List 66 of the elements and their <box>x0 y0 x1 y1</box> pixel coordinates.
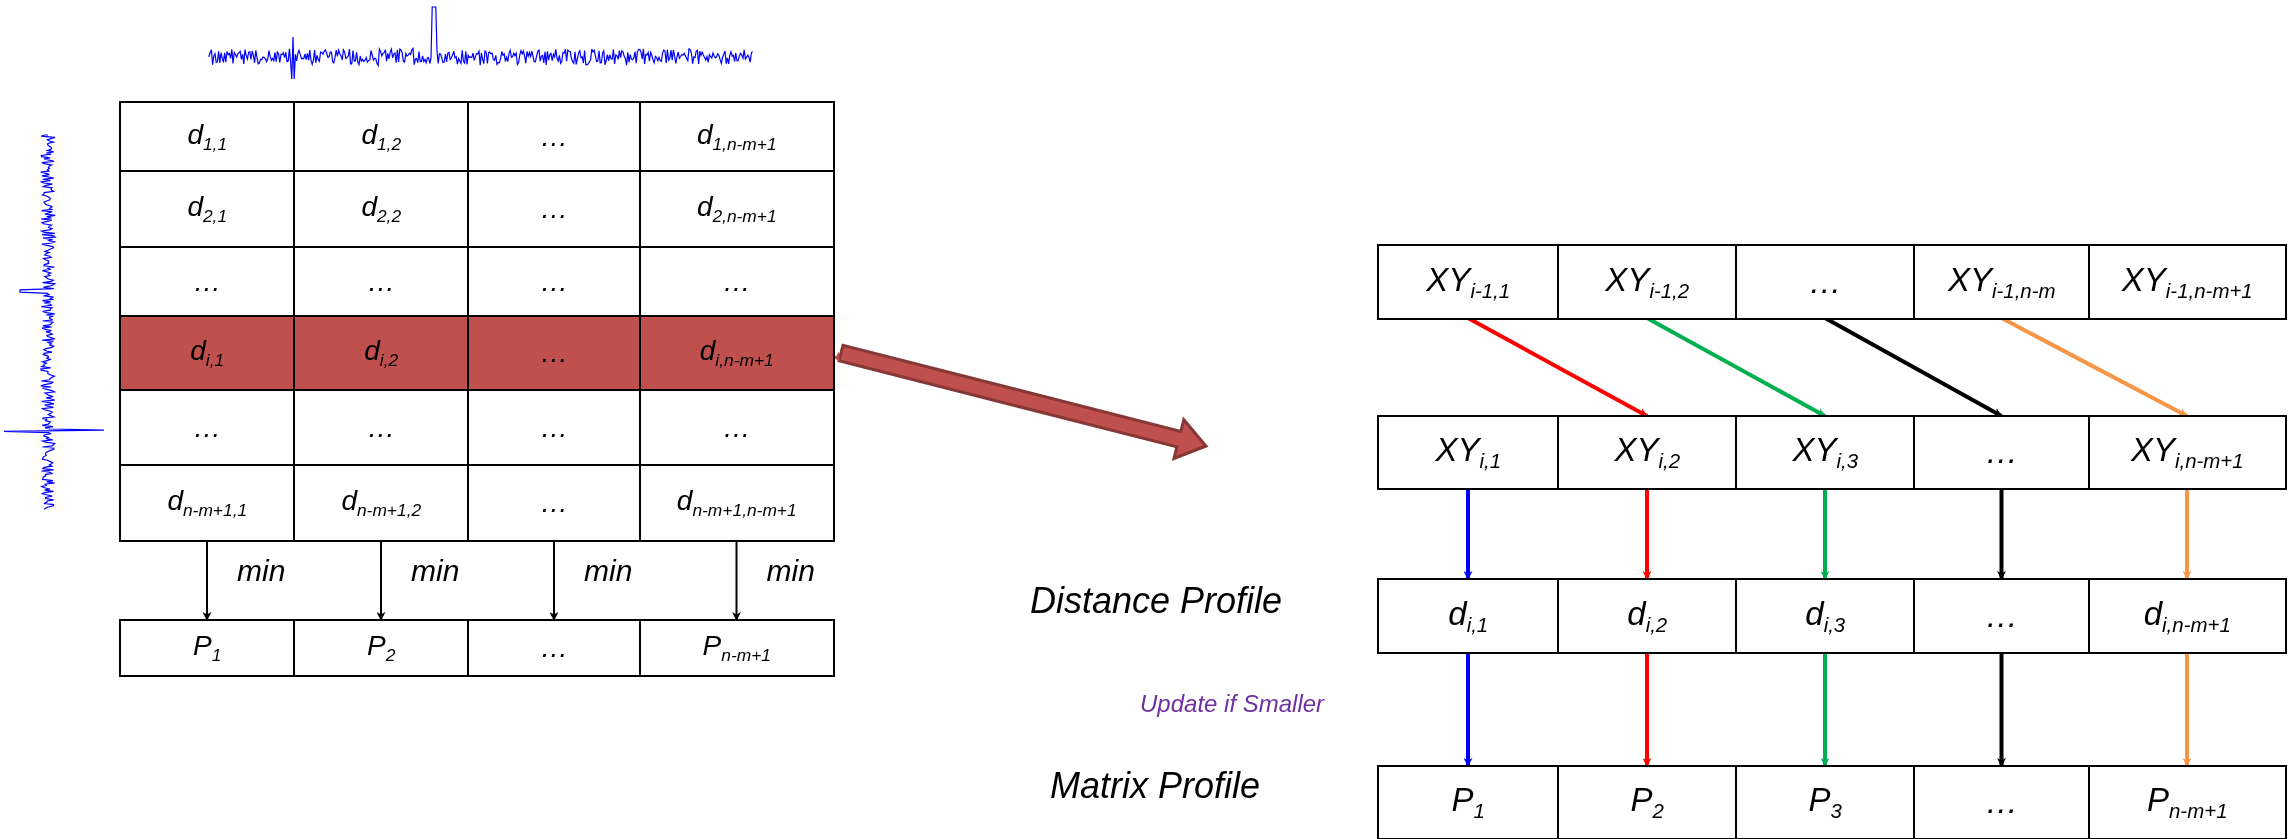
table-cell: … <box>119 246 296 318</box>
table-cell: d$_{i,1}$ <box>119 315 296 392</box>
arrow <box>2182 488 2192 580</box>
table-cell: … <box>467 389 642 467</box>
arrow <box>1997 652 2006 767</box>
table-cell: XY$_{i,3}$ <box>1735 415 1916 490</box>
table-cell: XY$_{i,2}$ <box>1557 415 1738 490</box>
table-cell: … <box>467 619 642 677</box>
table-cell: d$_{i,3}$ <box>1735 578 1916 654</box>
table-cell: d$_{2,1}$ <box>119 170 296 249</box>
table-cell: XY$_{i-1,2}$ <box>1557 244 1738 320</box>
table-cell: P$_{n-m+1}$ <box>2088 765 2287 839</box>
block-arrow <box>836 343 1209 461</box>
arrow <box>376 539 386 621</box>
arrow <box>1463 488 1473 580</box>
table-cell: d$_{2,n-m+1}$ <box>639 170 835 249</box>
row-label: Matrix Profile <box>1050 765 1261 807</box>
table-cell: … <box>467 101 642 173</box>
table-cell: XY$_{i-1,n-m+1}$ <box>2088 244 2287 320</box>
table-cell: d$_{1,n-m+1}$ <box>639 101 835 173</box>
row-label: Distance Profile <box>1030 580 1283 622</box>
table-cell: P$_{2}$ <box>293 619 470 677</box>
table-cell: P$_{1}$ <box>119 619 296 677</box>
table-cell: XY$_{i,n-m+1}$ <box>2088 415 2287 490</box>
table-cell: d$_{n-m+1,2}$ <box>293 464 470 542</box>
table-cell: d$_{2,2}$ <box>293 170 470 249</box>
table-cell: … <box>293 389 470 467</box>
table-cell: d$_{i,n-m+1}$ <box>639 315 835 392</box>
table-cell: XY$_{i-1,1}$ <box>1377 244 1560 320</box>
table-cell: … <box>467 246 642 318</box>
table-cell: … <box>1913 415 2091 490</box>
arrow <box>1997 488 2006 580</box>
table-cell: d$_{n-m+1,n-m+1}$ <box>639 464 835 542</box>
table-cell: d$_{i,2}$ <box>293 315 470 392</box>
arrow <box>202 539 212 621</box>
table-cell: d$_{1,2}$ <box>293 101 470 173</box>
arrow <box>549 539 559 621</box>
table-cell: XY$_{i-1,n-m}$ <box>1913 244 2091 320</box>
arrow <box>1642 488 1652 580</box>
arrow <box>1820 488 1830 580</box>
arrow <box>2182 652 2192 767</box>
table-cell: … <box>1735 244 1916 320</box>
table-cell: … <box>639 246 835 318</box>
table-cell: d$_{n-m+1,1}$ <box>119 464 296 542</box>
table-cell: P$_{n-m+1}$ <box>639 619 835 677</box>
table-cell: P$_{2}$ <box>1557 765 1738 839</box>
table-cell: d$_{i,2}$ <box>1557 578 1738 654</box>
arrow <box>1642 652 1652 767</box>
table-cell: … <box>467 464 642 542</box>
table-cell: d$_{i,1}$ <box>1377 578 1560 654</box>
arrow <box>1820 652 1830 767</box>
arrow <box>732 539 741 621</box>
table-cell: XY$_{i,1}$ <box>1377 415 1560 490</box>
table-cell: … <box>639 389 835 467</box>
table-cell: P$_{1}$ <box>1377 765 1560 839</box>
table-cell: … <box>119 389 296 467</box>
table-cell: d$_{i,n-m+1}$ <box>2088 578 2287 654</box>
annotation-text: Update if Smaller <box>1140 690 1325 718</box>
table-cell: … <box>293 246 470 318</box>
table-cell: d$_{1,1}$ <box>119 101 296 173</box>
table-cell: … <box>467 170 642 249</box>
table-cell: P$_{3}$ <box>1735 765 1916 839</box>
arrow <box>1463 652 1473 767</box>
table-cell: … <box>1913 578 2091 654</box>
table-cell: … <box>467 315 642 392</box>
table-cell: … <box>1913 765 2091 839</box>
